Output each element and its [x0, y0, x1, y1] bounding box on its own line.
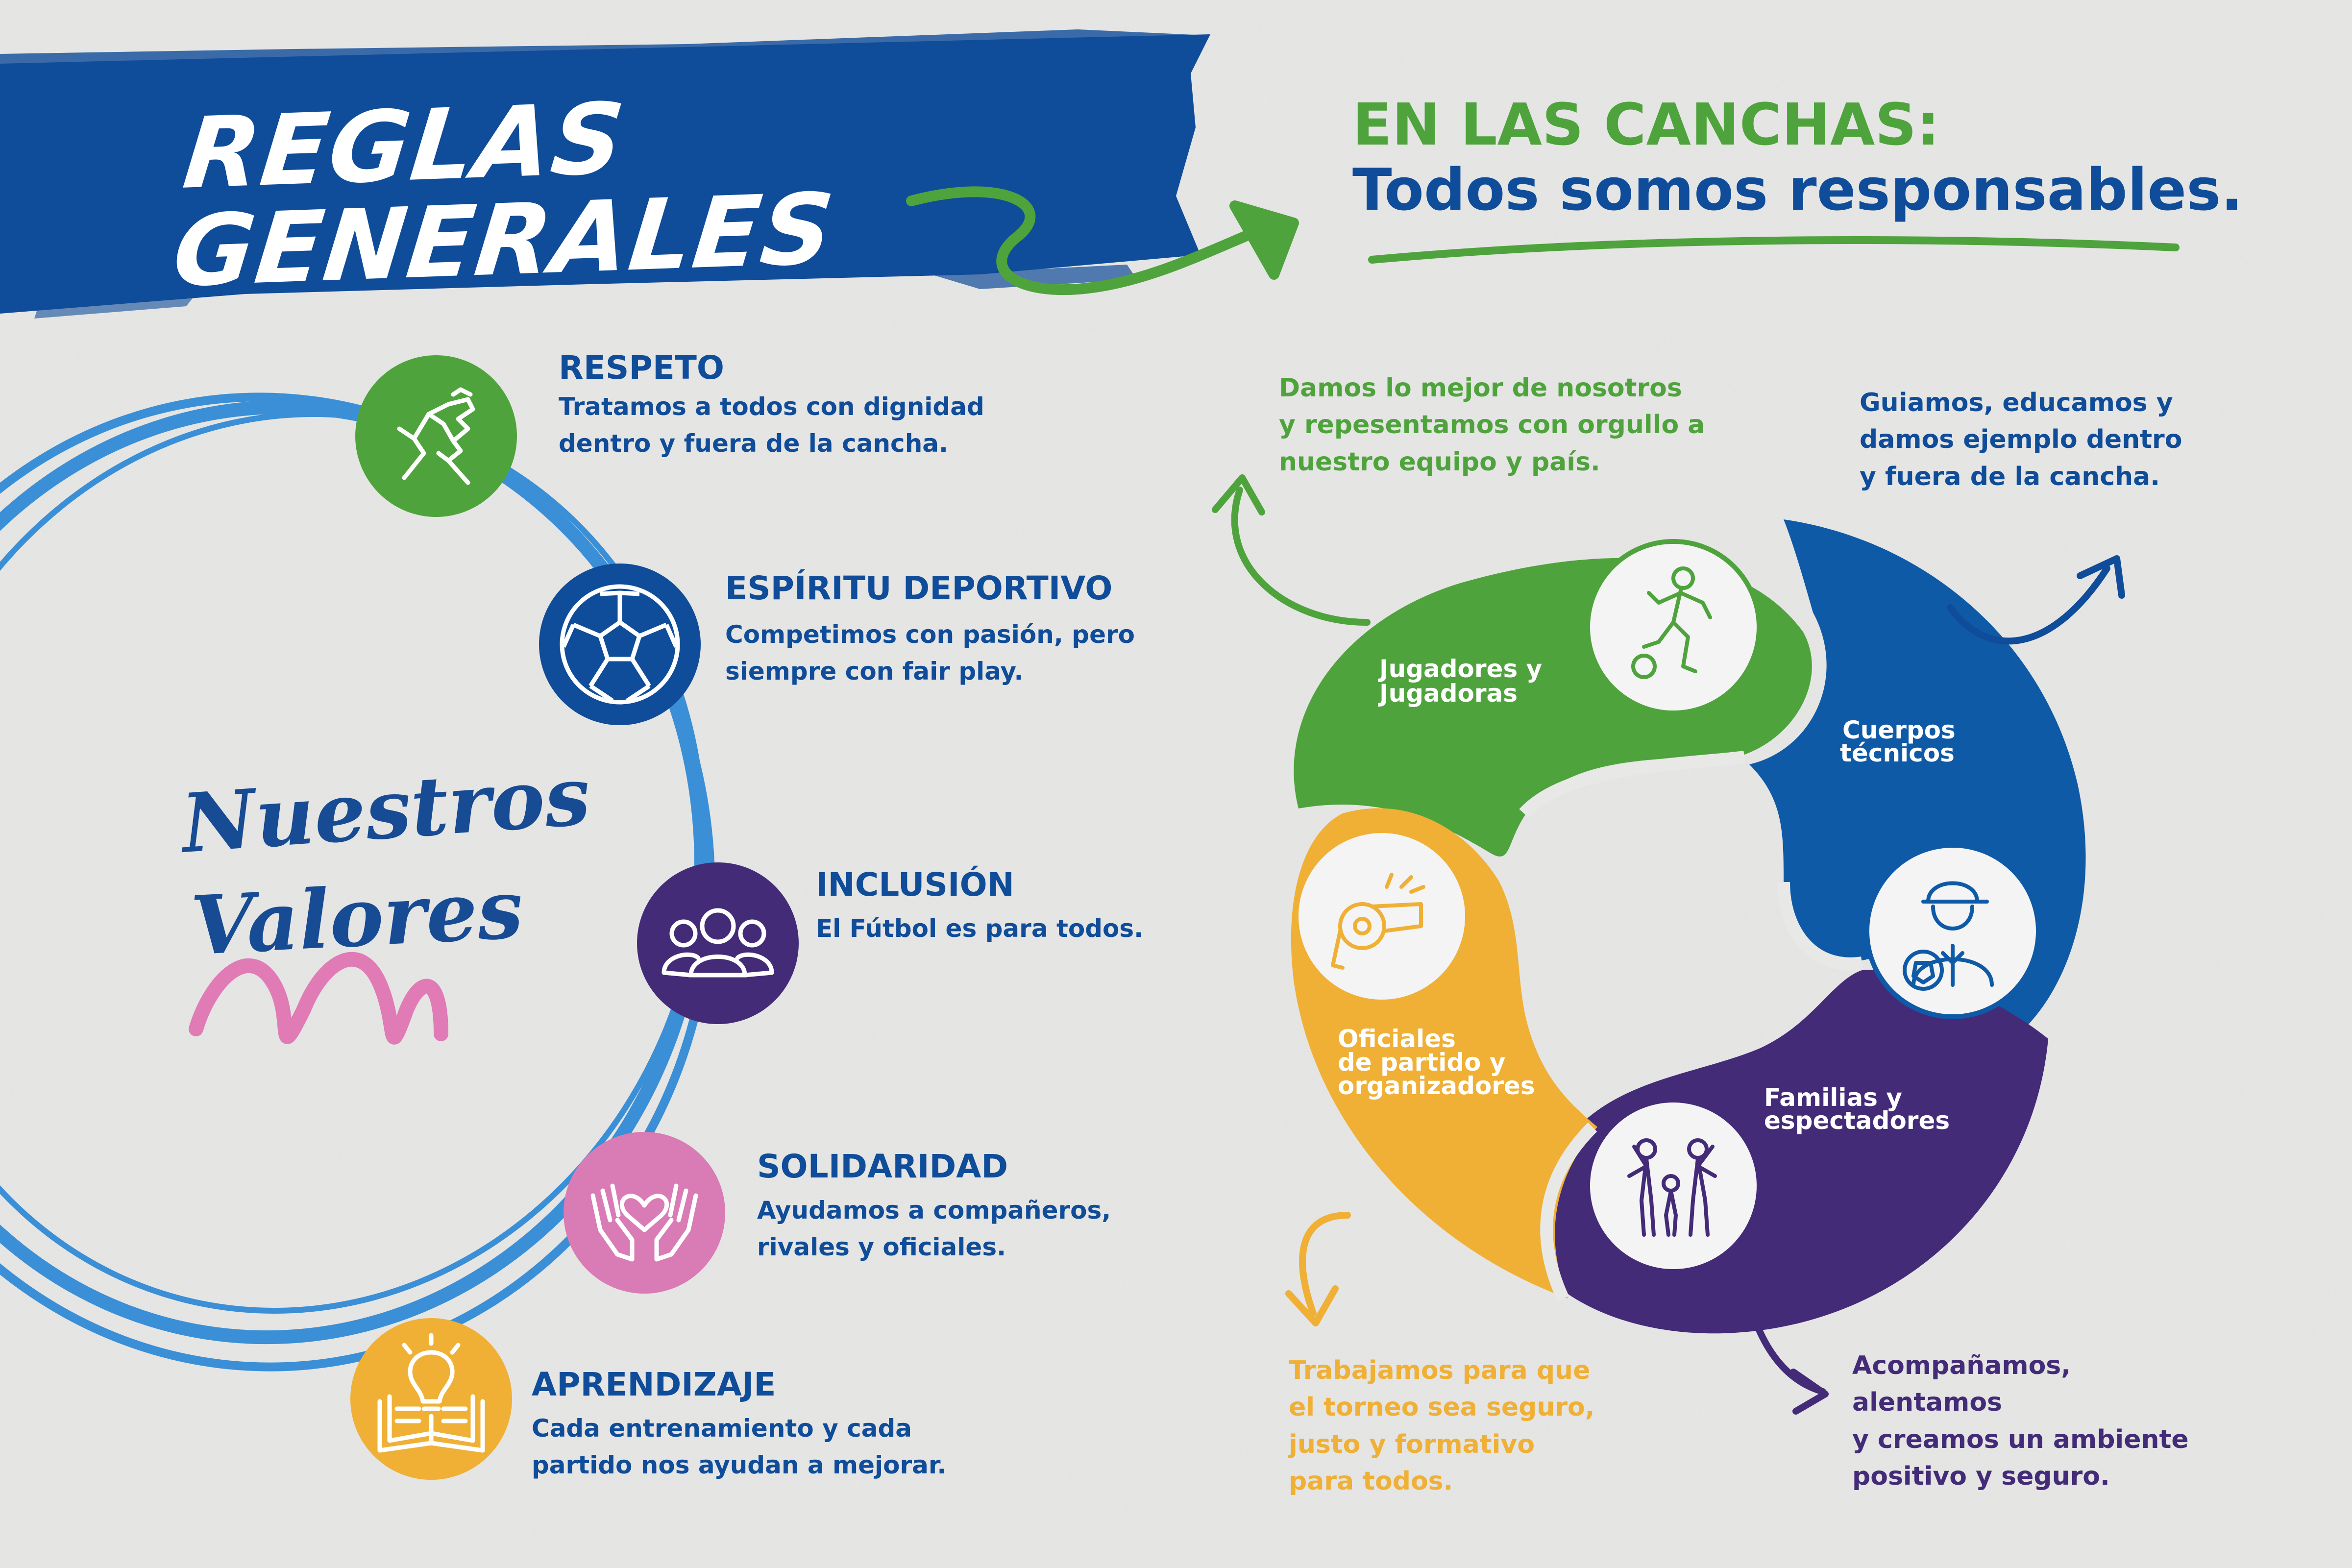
hands-heart-icon: [590, 1183, 698, 1262]
responsibility-families-line: y creamos un ambiente: [1852, 1424, 2189, 1454]
value-desc-respeto-1: Tratamos a todos con dignidad: [559, 392, 984, 421]
responsibility-coaches-line: damos ejemplo dentro: [1860, 425, 2182, 455]
segment-label-families-2: espectadores: [1764, 1106, 1950, 1135]
handshake-icon: [397, 387, 475, 485]
heading-line-2: Todos somos responsables.: [1352, 156, 2243, 223]
responsibility-coaches-line: y fuera de la cancha.: [1860, 462, 2160, 491]
segment-label-families-1: Familias y: [1764, 1083, 1902, 1112]
banner-brush: [0, 29, 1210, 318]
responsibility-officials-line: Trabajamos para que: [1289, 1356, 1591, 1385]
value-desc-respeto-2: dentro y fuera de la cancha.: [559, 429, 949, 458]
segment-label-coaches-2: técnicos: [1840, 739, 1955, 767]
responsibility-officials: Trabajamos para que el torneo sea seguro…: [1289, 1352, 1595, 1500]
green-arrow: [906, 186, 1299, 295]
banner-title: REGLAS GENERALES: [168, 81, 839, 309]
value-desc-espiritu-1: Competimos con pasión, pero: [725, 620, 1135, 649]
segment-label-players-2: Jugadoras: [1379, 679, 1518, 708]
value-desc-aprendizaje-2: partido nos ayudan a mejorar.: [532, 1451, 947, 1479]
responsibility-families-line: positivo y seguro.: [1852, 1462, 2110, 1492]
officials-circle: [1294, 828, 1470, 1004]
responsibility-coaches: Guiamos, educamos y damos ejemplo dentro…: [1860, 385, 2182, 495]
segment-label-coaches-1: Cuerpos: [1842, 716, 1956, 744]
value-desc-inclusion-1: El Fútbol es para todos.: [816, 914, 1144, 943]
responsibility-officials-line: el torneo sea seguro,: [1289, 1393, 1595, 1422]
value-title-espiritu: ESPÍRITU DEPORTIVO: [725, 569, 1113, 607]
pink-scribble: [189, 952, 448, 1045]
players-circle: [1585, 539, 1762, 715]
value-title-respeto: RESPETO: [559, 349, 725, 387]
wheel-arrows: [1212, 474, 2125, 1415]
value-title-solidaridad: SOLIDARIDAD: [757, 1148, 1008, 1185]
coach-icon: [1903, 881, 1994, 991]
value-title-inclusion: INCLUSIÓN: [816, 866, 1014, 904]
value-desc-aprendizaje-1: Cada entrenamiento y cada: [532, 1414, 912, 1443]
player-kicking-icon: [1631, 566, 1712, 679]
group-icon: [662, 908, 774, 978]
segment-label-officials-2: de partido y: [1338, 1048, 1506, 1077]
aprendizaje-badge: [350, 1318, 512, 1480]
responsibility-players: Damos lo mejor de nosotros y repesentamo…: [1279, 370, 1705, 481]
solidaridad-badge: [564, 1132, 725, 1294]
espiritu-badge: [539, 564, 701, 725]
responsibility-families-line: alentamos: [1852, 1388, 2003, 1418]
families-circle: [1585, 1098, 1762, 1274]
respeto-badge: [355, 355, 517, 517]
coaches-circle: [1864, 843, 2041, 1019]
responsibility-officials-line: justo y formativo: [1289, 1429, 1535, 1459]
responsibility-families: Acompañamos, alentamos y creamos un ambi…: [1852, 1348, 2189, 1495]
value-title-aprendizaje: APRENDIZAJE: [532, 1366, 776, 1403]
lightbulb-book-icon: [377, 1333, 485, 1453]
value-desc-espiritu-2: siempre con fair play.: [725, 657, 1024, 686]
responsibility-officials-line: para todos.: [1289, 1467, 1453, 1496]
soccer-ball-icon: [560, 584, 680, 705]
segment-label-officials-3: organizadores: [1338, 1072, 1535, 1100]
segment-label-officials-1: Oficiales: [1338, 1025, 1456, 1053]
responsibility-players-line: y repesentamos con orgullo a: [1279, 410, 1705, 440]
heading-line-1: EN LAS CANCHAS:: [1352, 91, 1940, 158]
responsibility-coaches-line: Guiamos, educamos y: [1860, 388, 2173, 417]
responsibility-families-line: Acompañamos,: [1852, 1351, 2071, 1380]
value-desc-solidaridad-2: rivales y oficiales.: [757, 1233, 1006, 1261]
responsibility-players-line: Damos lo mejor de nosotros: [1279, 373, 1682, 403]
family-icon: [1627, 1138, 1717, 1237]
whistle-icon: [1331, 873, 1425, 970]
value-desc-solidaridad-1: Ayudamos a compañeros,: [757, 1196, 1111, 1225]
heading-underline: [1368, 236, 2180, 264]
segment-label-players-1: Jugadores y: [1379, 655, 1543, 683]
responsibility-players-line: nuestro equipo y país.: [1279, 447, 1600, 477]
script-title-line-2: Valores: [189, 861, 525, 974]
inclusion-badge: [637, 862, 799, 1024]
